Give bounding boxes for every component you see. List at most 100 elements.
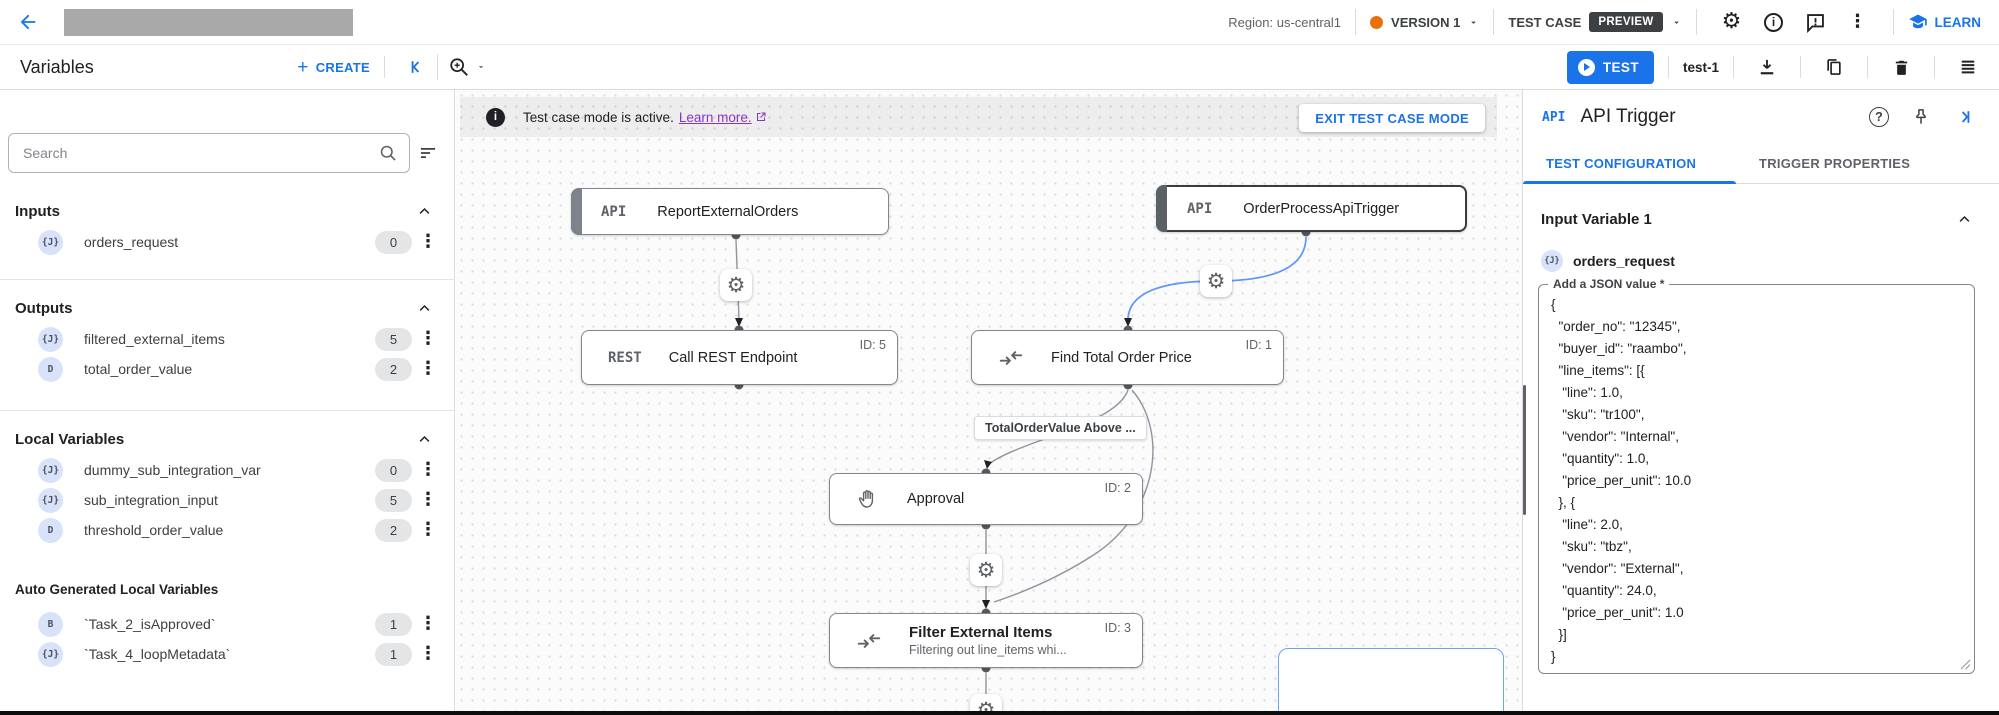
kebab-menu-icon[interactable] [412,325,444,353]
variable-row-filtered-external-items[interactable]: {J} filtered_external_items 5 [0,324,454,354]
kebab-menu-icon[interactable] [412,610,444,638]
variable-row-task4-loopmetadata[interactable]: {J} `Task_4_loopMetadata` 1 [0,639,454,669]
variable-row-threshold-order-value[interactable]: D threshold_order_value 2 [0,515,454,545]
back-button[interactable] [14,8,42,36]
settings-gear-icon[interactable] [1711,7,1753,37]
kebab-menu-icon[interactable] [412,355,444,383]
learn-more-link[interactable]: Learn more. [678,109,752,125]
node-call-rest-endpoint[interactable]: REST Call REST Endpoint ID: 5 [581,330,898,385]
pin-icon [1916,109,1926,124]
more-options-icon[interactable] [1837,7,1879,37]
variable-name: `Task_2_isApproved` [84,616,216,632]
edge-condition-label[interactable]: TotalOrderValue Above ... [974,416,1147,440]
exit-test-case-mode-button[interactable]: EXIT TEST CASE MODE [1299,104,1485,132]
create-variable-button[interactable]: CREATE [297,58,370,77]
variable-row-dummy-sub-integration-var[interactable]: {J} dummy_sub_integration_var 0 [0,455,454,485]
version-menu[interactable]: VERSION 1 [1370,15,1479,30]
node-order-process-api-trigger[interactable]: API OrderProcessApiTrigger [1156,185,1467,232]
help-button[interactable] [1863,102,1895,132]
list-icon [1961,60,1975,74]
learn-link[interactable]: LEARN [1908,12,1981,32]
info-circle-glyph [1764,12,1783,32]
collapse-left-icon [411,61,420,73]
input-variable-section[interactable]: Input Variable 1 [1538,211,1975,228]
panel-scrollbar-thumb[interactable] [1523,385,1526,515]
node-title: Find Total Order Price [1051,349,1192,366]
section-title: Input Variable 1 [1541,211,1652,228]
collapse-sidebar-button[interactable] [399,51,437,83]
copy-button[interactable] [1815,51,1853,83]
variable-row-sub-integration-input[interactable]: {J} sub_integration_input 5 [0,485,454,515]
tab-trigger-properties[interactable]: TRIGGER PROPERTIES [1736,144,1999,183]
variable-name: threshold_order_value [84,522,224,538]
zoom-control[interactable] [448,56,486,78]
divider [1733,56,1734,78]
section-inputs[interactable]: Inputs [0,195,454,227]
variable-row-total-order-value[interactable]: D total_order_value 2 [0,354,454,384]
node-title: OrderProcessApiTrigger [1243,200,1400,217]
usage-count-badge: 2 [375,518,412,542]
trash-icon [1895,60,1907,75]
json-value-field[interactable]: Add a JSON value * { "order_no": "12345"… [1538,277,1975,674]
node-id-label: ID: 5 [859,338,886,352]
resize-handle-icon[interactable] [1960,659,1971,670]
node-report-external-orders[interactable]: API ReportExternalOrders [571,188,889,235]
node-find-total-order-price[interactable]: Find Total Order Price ID: 1 [971,330,1284,385]
test-button[interactable]: TEST [1566,50,1654,84]
divider [1934,56,1935,78]
variable-name: orders_request [1573,253,1675,269]
kebab-menu-icon[interactable] [412,228,444,256]
kebab-menu-icon[interactable] [412,640,444,668]
zoom-in-icon [450,58,468,76]
variable-name: dummy_sub_integration_var [84,462,261,478]
json-type-badge: {J} [38,487,63,513]
pin-panel-button[interactable] [1905,102,1937,132]
search-box [8,133,410,173]
kebab-menu-icon[interactable] [412,456,444,484]
node-title: Approval [907,491,965,507]
panel-title: API Trigger [1580,106,1676,127]
usage-count-badge: 0 [375,458,412,482]
chevron-down-icon [1471,21,1477,24]
variable-name: total_order_value [84,361,193,377]
copy-icon [1827,59,1841,75]
json-type-badge: {J} [38,326,63,352]
info-icon [486,107,505,127]
delete-button[interactable] [1882,51,1920,83]
workflow-canvas[interactable]: Test case mode is active. Learn more. EX… [456,90,1522,715]
tab-test-configuration[interactable]: TEST CONFIGURATION [1523,144,1736,184]
variable-name: filtered_external_items [84,331,225,347]
json-type-badge: {J} [1541,250,1563,272]
variables-toolbar: Variables CREATE TEST test-1 [0,45,1999,90]
node-title: ReportExternalOrders [657,203,799,220]
node-approval[interactable]: Approval ID: 2 [829,473,1143,525]
variable-row-orders-request[interactable]: {J} orders_request 0 [0,227,454,257]
log-list-button[interactable] [1949,51,1987,83]
json-value-text[interactable]: { "order_no": "12345", "buyer_id": "raam… [1551,297,1692,664]
chevron-down-icon [478,66,484,69]
test-case-menu[interactable]: TEST CASE PREVIEW [1508,12,1681,32]
variable-row-task2-isapproved[interactable]: B `Task_2_isApproved` 1 [0,609,454,639]
divider [1667,56,1669,78]
node-filter-external-items[interactable]: Filter External Items Filtering out line… [829,613,1143,668]
kebab-menu-icon[interactable] [412,486,444,514]
selection-region[interactable] [1278,648,1504,715]
divider [1355,9,1357,35]
node-type-label: REST [608,349,642,366]
edge-settings-gear[interactable] [970,554,1002,586]
sort-variables-button[interactable] [410,135,446,171]
edge-settings-gear[interactable] [970,694,1002,715]
edge-settings-gear[interactable] [720,269,752,301]
search-input[interactable] [8,133,410,173]
info-icon[interactable] [1753,7,1795,37]
collapse-panel-button[interactable] [1947,102,1979,132]
test-case-label: TEST CASE [1508,14,1582,30]
section-local-variables[interactable]: Local Variables [0,423,454,455]
kebab-menu-icon[interactable] [412,516,444,544]
download-button[interactable] [1748,51,1786,83]
edge-settings-gear[interactable] [1200,265,1232,297]
learn-cap-icon [1908,14,1927,29]
feedback-bubble-glyph [1807,13,1824,33]
feedback-icon[interactable] [1795,7,1837,37]
section-outputs[interactable]: Outputs [0,292,454,324]
